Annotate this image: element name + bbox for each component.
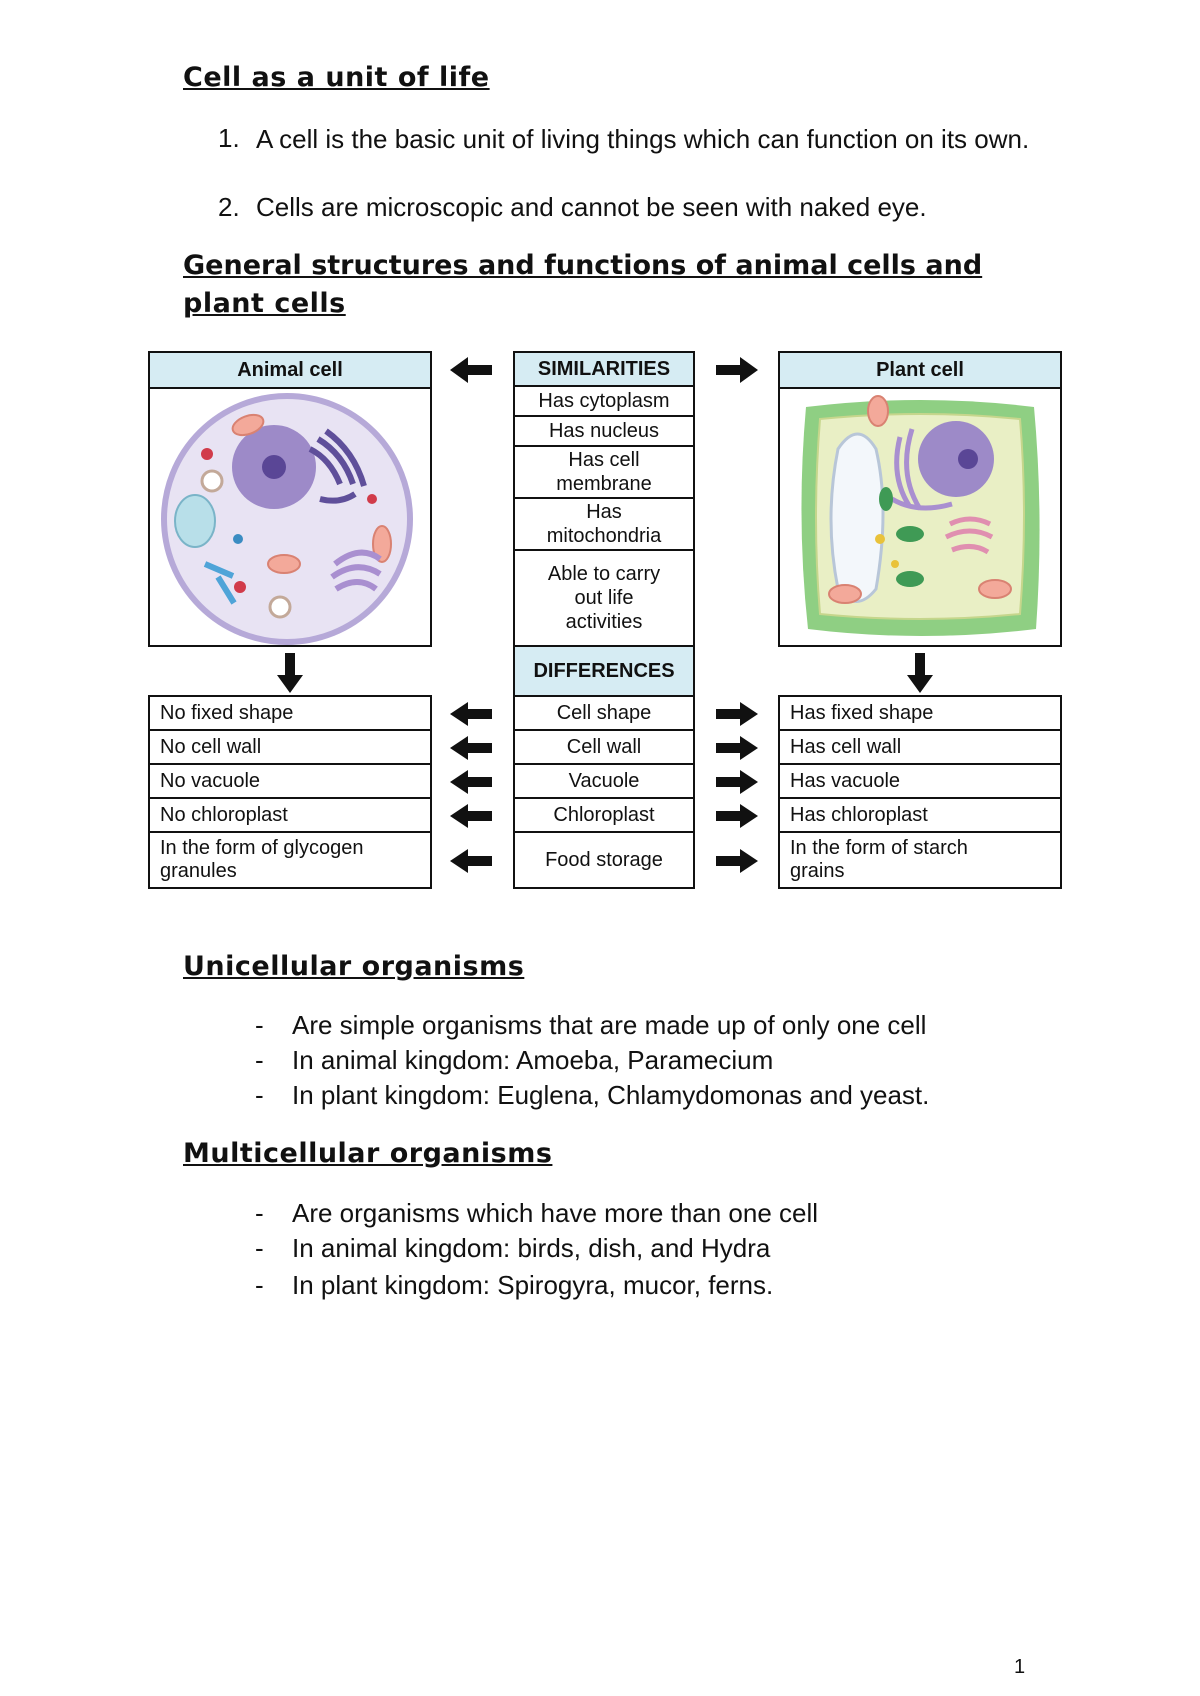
list-item: Are organisms which have more than one c…: [292, 1198, 819, 1228]
plant-cell-title: Plant cell: [778, 351, 1062, 389]
animal-row: In the form of glycogen granules: [148, 831, 432, 889]
plant-row: Has fixed shape: [778, 695, 1062, 731]
plant-row: Has cell wall: [778, 729, 1062, 765]
arrow-down-icon: [907, 653, 933, 693]
arrow-left-icon: [450, 736, 492, 760]
plant-row: In the form of starch grains: [778, 831, 1062, 889]
arrow-down-icon: [277, 653, 303, 693]
arrow-right-icon: [716, 804, 758, 828]
arrow-left-icon: [450, 357, 492, 383]
similarity-cell: Able to carry out life activities: [513, 549, 695, 647]
heading-unicellular: Unicellular organisms: [183, 951, 525, 982]
plant-cell-image-frame: [778, 387, 1062, 647]
animal-row: No chloroplast: [148, 797, 432, 833]
animal-row: No fixed shape: [148, 695, 432, 731]
arrow-right-icon: [716, 702, 758, 726]
similarities-title: SIMILARITIES: [513, 351, 695, 387]
similarity-cell: Has mitochondria: [513, 497, 695, 551]
arrow-left-icon: [450, 804, 492, 828]
list-item: In plant kingdom: Spirogyra, mucor, fern…: [292, 1270, 774, 1300]
similarity-cell: Has nucleus: [513, 415, 695, 447]
arrow-right-icon: [716, 736, 758, 760]
plant-row: Has vacuole: [778, 763, 1062, 799]
list-item: Cells are microscopic and cannot be seen…: [256, 192, 927, 222]
arrow-right-icon: [716, 357, 758, 383]
animal-cell-image-frame: [148, 387, 432, 647]
list-item: In animal kingdom: Amoeba, Paramecium: [292, 1045, 774, 1075]
page-number: 1: [1014, 1656, 1026, 1678]
animal-row: No vacuole: [148, 763, 432, 799]
similarity-cell: Has cell membrane: [513, 445, 695, 499]
animal-cell-illustration: [161, 393, 413, 645]
bullet-dash: -: [255, 1198, 264, 1228]
difference-cell: Cell shape: [513, 695, 695, 731]
similarity-cell: Has cytoplasm: [513, 385, 695, 417]
bullet-dash: -: [255, 1010, 264, 1040]
list-item: Are simple organisms that are made up of…: [292, 1010, 927, 1040]
bullet-dash: -: [255, 1270, 264, 1300]
arrow-left-icon: [450, 770, 492, 794]
difference-cell: Cell wall: [513, 729, 695, 765]
arrow-left-icon: [450, 849, 492, 873]
plant-cell-illustration: [801, 395, 1040, 636]
plant-row: Has chloroplast: [778, 797, 1062, 833]
list-marker-2: 2.: [218, 192, 240, 222]
difference-cell: Food storage: [513, 831, 695, 889]
difference-cell: Chloroplast: [513, 797, 695, 833]
heading-plant-cells: plant cells: [183, 288, 346, 319]
list-item: In animal kingdom: birds, dish, and Hydr…: [292, 1233, 771, 1263]
arrow-right-icon: [716, 770, 758, 794]
bullet-dash: -: [255, 1045, 264, 1075]
arrow-left-icon: [450, 702, 492, 726]
arrow-right-icon: [716, 849, 758, 873]
list-item: A cell is the basic unit of living thing…: [256, 124, 1030, 154]
bullet-dash: -: [255, 1080, 264, 1110]
animal-cell-title: Animal cell: [148, 351, 432, 389]
heading-multicellular: Multicellular organisms: [183, 1138, 553, 1169]
bullet-dash: -: [255, 1233, 264, 1263]
list-item: In plant kingdom: Euglena, Chlamydomonas…: [292, 1080, 930, 1110]
difference-cell: Vacuole: [513, 763, 695, 799]
heading-general-structures: General structures and functions of anim…: [183, 250, 983, 281]
heading-cell-unit-of-life: Cell as a unit of life: [183, 62, 490, 93]
differences-title: DIFFERENCES: [513, 645, 695, 697]
list-marker-1: 1.: [218, 123, 240, 153]
animal-row: No cell wall: [148, 729, 432, 765]
